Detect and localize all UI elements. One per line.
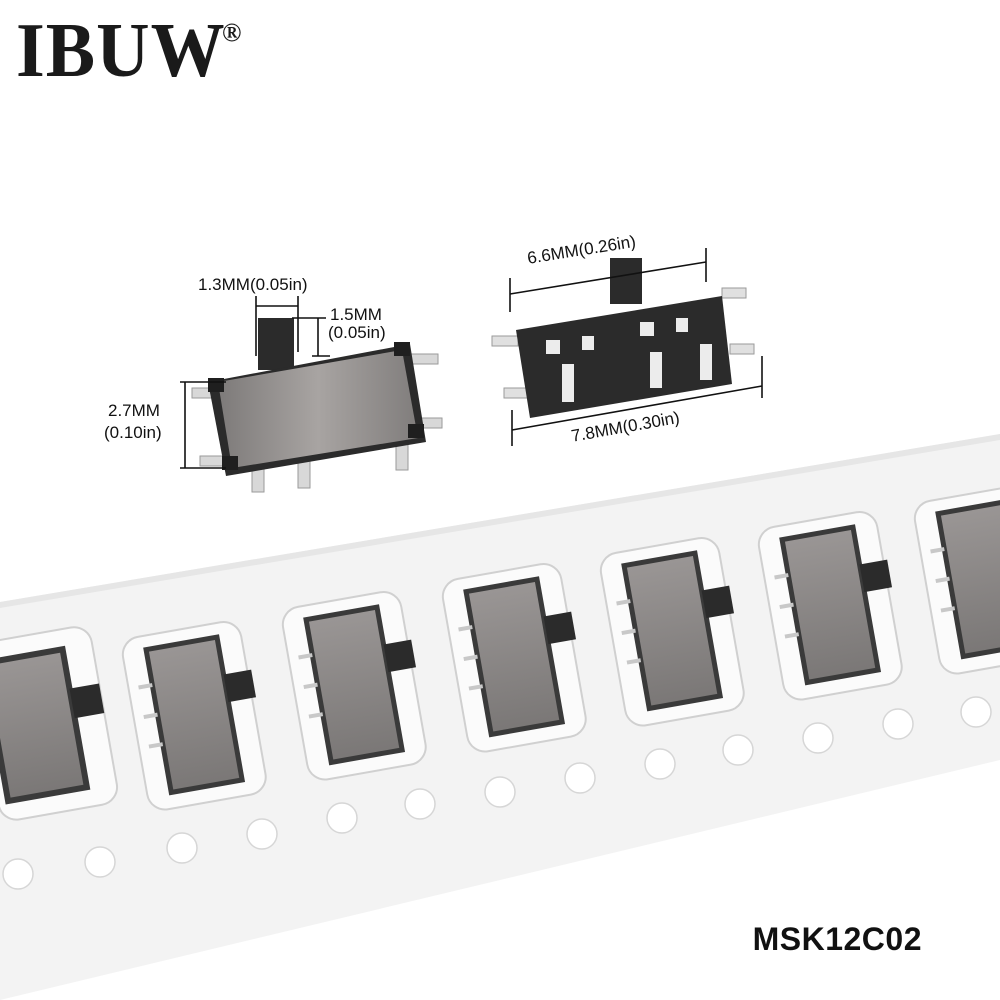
dim-body-height-in: (0.10in) <box>104 423 162 442</box>
registered-mark: ® <box>222 18 242 47</box>
dim-actuator-height-mm: 1.5MM <box>330 305 382 324</box>
model-number: MSK12C02 <box>752 921 922 957</box>
switch-bottom-view <box>491 258 755 418</box>
dim-body-height-mm: 2.7MM <box>108 401 160 420</box>
dim-actuator-width: 1.3MM(0.05in) <box>198 275 308 294</box>
sprocket-holes <box>2 696 992 890</box>
dim-actuator-height-in: (0.05in) <box>328 323 386 342</box>
switch-top-view <box>191 318 443 493</box>
dimension-lines <box>180 248 763 469</box>
brand-logo: IBUW <box>16 7 226 95</box>
tape-switches <box>0 485 1000 821</box>
